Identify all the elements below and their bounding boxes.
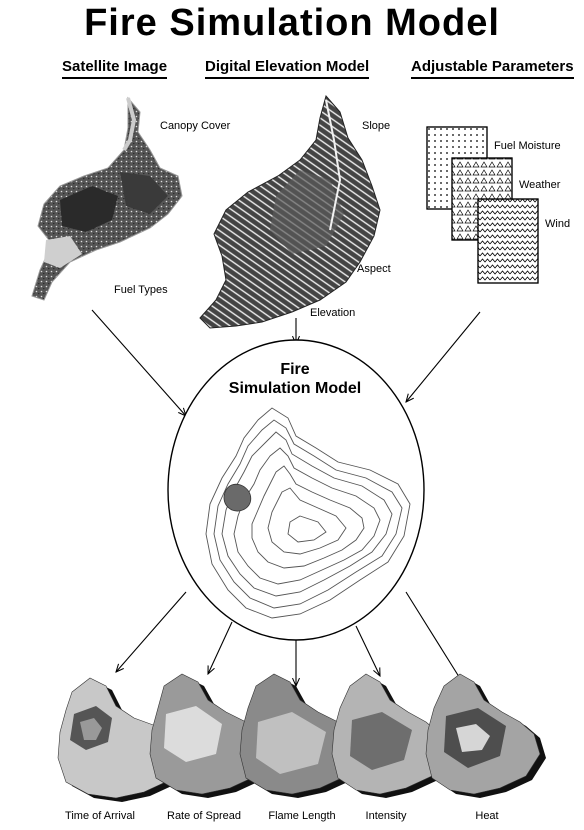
- model-title-line1: Fire: [280, 361, 310, 378]
- arrow-to-intensity: [355, 625, 380, 676]
- output-map-flame-length: [239, 673, 366, 798]
- ignition-area: [223, 483, 252, 512]
- label-weather: Weather: [519, 179, 561, 191]
- output-map-intensity: [331, 673, 452, 798]
- satellite-image-heading: Satellite Image: [62, 58, 168, 79]
- model-title-line2: Simulation Model: [228, 380, 362, 397]
- output-map-heat: [425, 673, 546, 798]
- arrow-satellite-to-model: [91, 309, 186, 416]
- arrow-to-time-of-arrival: [116, 591, 187, 672]
- label-slope: Slope: [362, 120, 391, 132]
- label-canopy-cover: Canopy Cover: [160, 120, 231, 132]
- arrow-to-heat: [405, 591, 466, 688]
- label-rate-of-spread: Rate of Spread: [167, 810, 241, 822]
- label-aspect: Aspect: [357, 263, 391, 275]
- dem-map: [199, 94, 381, 329]
- parameter-layer-stack: [426, 126, 539, 284]
- satellite-image-map: [31, 96, 183, 301]
- output-map-rate-of-spread: [149, 673, 276, 798]
- diagram-title: Fire Simulation Model: [84, 2, 500, 44]
- arrow-to-rate-of-spread: [208, 621, 233, 674]
- label-flame-length: Flame Length: [268, 810, 336, 822]
- model-title: Fire Simulation Model: [190, 360, 400, 398]
- label-fuel-moisture: Fuel Moisture: [494, 140, 561, 152]
- label-time-of-arrival: Time of Arrival: [65, 810, 135, 822]
- dem-heading: Digital Elevation Model: [205, 58, 370, 79]
- label-heat: Heat: [475, 810, 499, 822]
- parameters-heading: Adjustable Parameters: [411, 58, 574, 79]
- label-fuel-types: Fuel Types: [114, 284, 168, 296]
- label-intensity: Intensity: [365, 810, 407, 822]
- label-wind: Wind: [545, 218, 571, 230]
- arrow-params-to-model: [406, 311, 481, 402]
- label-elevation: Elevation: [310, 307, 356, 319]
